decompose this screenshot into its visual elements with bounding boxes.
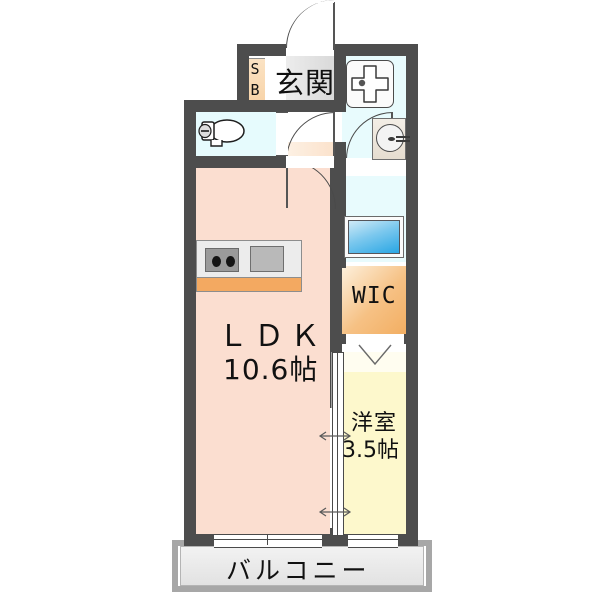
label-wic: WIC xyxy=(352,283,397,309)
burner-right xyxy=(226,256,235,267)
stove xyxy=(205,248,239,272)
room-bedroom xyxy=(340,370,406,534)
wall-under-genkan-left xyxy=(188,100,298,112)
sliding-partition-arrow-bottom xyxy=(318,507,352,517)
wall-right-outer xyxy=(406,44,418,546)
toilet-fixture xyxy=(197,118,247,150)
sliding-partition-arrow-top xyxy=(318,431,352,441)
shower-unit-cross-icon xyxy=(351,65,389,103)
label-shoebox-bottom: B xyxy=(250,81,260,99)
toilet-door-opening xyxy=(276,112,288,156)
wall-hall-right xyxy=(334,44,346,112)
balcony-window-ldk-center xyxy=(267,535,269,545)
washbasin-bowl xyxy=(376,124,404,152)
shoe-box-surround xyxy=(265,56,273,112)
balcony-window-bedroom-rail xyxy=(348,539,398,541)
wall-genkan-bottom xyxy=(286,100,334,112)
genkan-inner-door-leaf[interactable] xyxy=(333,112,335,160)
label-balcony: バルコニー xyxy=(226,556,371,585)
label-bedroom: 洋室 xyxy=(351,411,398,436)
bath-door-opening xyxy=(346,158,406,168)
ldk-door-leaf[interactable] xyxy=(286,160,288,208)
kitchen-sink xyxy=(250,246,284,272)
burner-left xyxy=(212,256,221,267)
toilet-door-line-top xyxy=(276,112,288,114)
ldk-door-opening xyxy=(286,156,334,168)
wic-door-opening xyxy=(346,334,404,344)
kitchen-cabinet-front xyxy=(196,278,302,292)
wall-left-outer xyxy=(184,100,196,546)
washbasin-drain xyxy=(388,137,395,141)
bathtub xyxy=(348,220,400,254)
genkan-tataki xyxy=(272,56,286,112)
entrance-door-leaf[interactable] xyxy=(333,2,335,50)
entrance-door-threshold xyxy=(286,2,334,4)
label-ldk: ＬＤＫ xyxy=(218,319,326,354)
label-genkan: 玄関 xyxy=(275,66,336,100)
washbasin-tap xyxy=(396,136,410,138)
label-bedroom-size: 3.5帖 xyxy=(342,438,399,463)
wall-toilet-bottom xyxy=(184,156,288,168)
sliding-partition-panel-b[interactable] xyxy=(337,352,344,536)
label-ldk-size: 10.6帖 xyxy=(223,353,319,386)
balcony-window-bedroom[interactable] xyxy=(348,534,398,548)
room-ldk xyxy=(196,160,330,534)
wic-door-vmark[interactable] xyxy=(358,344,392,366)
toilet-door-line-bottom xyxy=(276,155,288,157)
room-wic xyxy=(342,266,406,334)
washbasin-tap-riser xyxy=(396,140,410,142)
wall-genkan-left xyxy=(237,44,249,100)
label-shoebox-top: S xyxy=(250,60,260,78)
